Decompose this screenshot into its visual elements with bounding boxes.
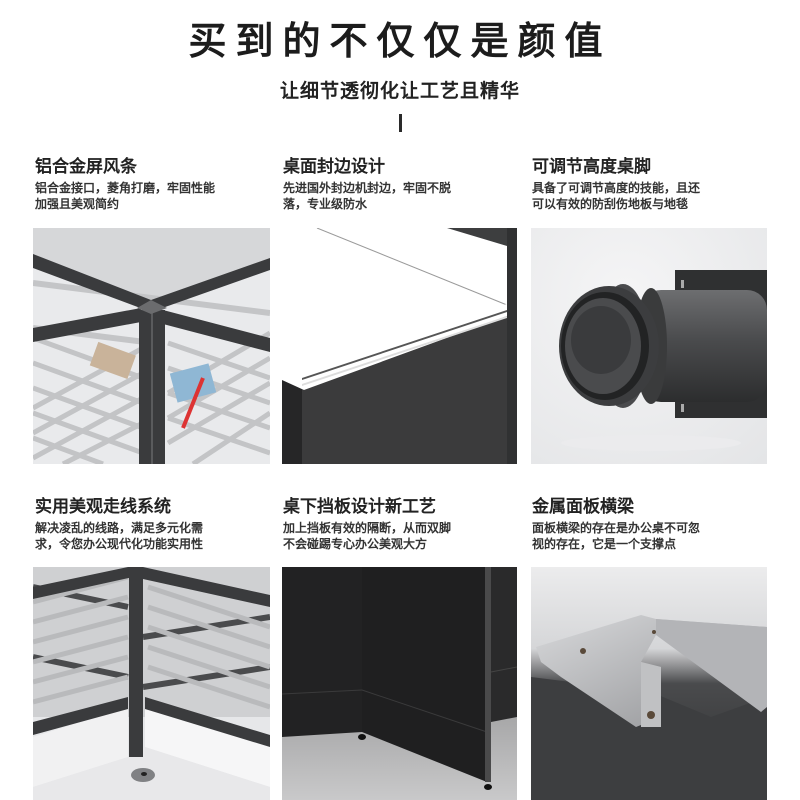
page-subtitle: 让细节透彻化让工艺且精华 — [279, 80, 520, 102]
feature-title: 实用美观走线系统 — [35, 497, 171, 517]
feature-description: 解决凌乱的线路，满足多元化需 求，令您办公现代化功能实用性 — [35, 521, 204, 551]
feature-title: 桌面封边设计 — [283, 157, 385, 177]
feature-title: 铝合金屏风条 — [35, 157, 137, 177]
divider-bar — [399, 114, 402, 132]
desk-edge-image — [282, 228, 517, 464]
feature-description: 先进国外封边机封边，牢固不脱 落，专业级防水 — [283, 181, 452, 211]
crossbeam-image — [531, 567, 767, 800]
feature-description: 加上挡板有效的隔断，从而双脚 不会碰踢专心办公美观大方 — [283, 521, 452, 551]
feature-description: 铝合金接口，菱角打磨，牢固性能 加强且美观简约 — [35, 181, 216, 211]
feature-description: 具备了可调节高度的技能，且还 可以有效的防刮伤地板与地毯 — [532, 181, 701, 211]
feature-title: 可调节高度桌脚 — [532, 157, 651, 177]
modesty-panel-image — [282, 567, 517, 800]
page-title: 买到的不仅仅是颜值 — [188, 19, 612, 63]
adjustable-foot-image — [531, 228, 767, 464]
aluminum-partition-image — [33, 228, 270, 464]
feature-description: 面板横梁的存在是办公桌不可忽 视的存在，它是一个支撑点 — [532, 521, 701, 551]
feature-title: 金属面板横梁 — [532, 497, 634, 517]
cable-management-image — [33, 567, 270, 800]
feature-title: 桌下挡板设计新工艺 — [283, 497, 436, 517]
